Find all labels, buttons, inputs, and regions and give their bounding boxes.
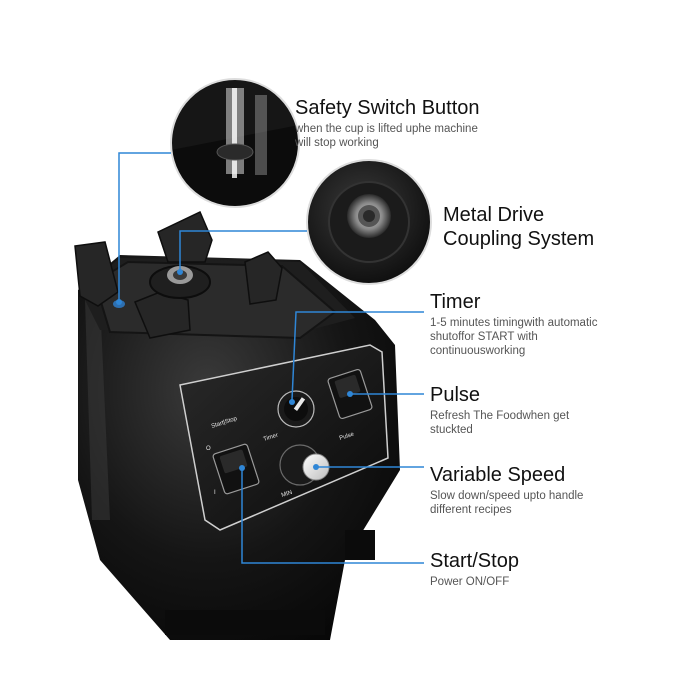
feature-title: Start/Stop (430, 550, 519, 572)
callout-dot-timer (289, 399, 295, 405)
callout-dot-safety (116, 299, 122, 305)
feature-variable-speed: Variable Speed Slow down/speed upto hand… (430, 463, 690, 517)
safety-switch-zoom (170, 78, 300, 208)
feature-start-stop: Start/Stop Power ON/OFF (430, 549, 680, 589)
feature-desc-line: continuousworking (430, 345, 526, 357)
switch-on-mark: I (214, 490, 216, 496)
feature-desc-line: Slow down/speed upto handle (430, 490, 584, 502)
callout-dot-pulse (347, 391, 353, 397)
feature-desc-line: Refresh The Foodwhen get (430, 410, 570, 422)
feature-safety-switch: Safety Switch Button when the cup is lif… (295, 96, 595, 150)
feature-title: Timer (430, 291, 481, 313)
feature-timer: Timer 1-5 minutes timingwith automatic s… (430, 290, 680, 358)
feature-desc: Power ON/OFF (430, 575, 680, 589)
callout-line-start (241, 470, 424, 564)
feature-desc-line: shutoffor START with (430, 331, 538, 343)
feature-title: Metal Drive Coupling System (443, 203, 693, 251)
feature-desc: 1-5 minutes timingwith automatic shutoff… (430, 316, 680, 358)
feature-desc-line: when the cup is lifted uphe machine (295, 123, 478, 135)
feature-desc-line: Power ON/OFF (430, 576, 510, 588)
feature-drive-coupling: Metal Drive Coupling System (443, 203, 693, 251)
feature-title-line: Coupling System (443, 228, 595, 250)
blender-base (74, 210, 400, 640)
drive-coupling-zoom (306, 159, 432, 285)
feature-desc: when the cup is lifted uphe machine will… (295, 122, 595, 150)
feature-title: Variable Speed (430, 464, 566, 486)
feature-desc: Refresh The Foodwhen get stuckted (430, 409, 680, 437)
min-panel-label: MIN (281, 490, 293, 499)
timer-panel-label: Timer (263, 433, 279, 443)
callout-dot-start (239, 465, 245, 471)
callout-dot-speed (313, 464, 319, 470)
callout-line-safety (118, 152, 171, 300)
feature-desc-line: stuckted (430, 424, 473, 436)
pulse-panel-label: Pulse (339, 431, 356, 442)
callout-lines (116, 152, 424, 564)
callout-line-timer (291, 311, 424, 401)
callout-line-coupling (179, 230, 307, 270)
switch-off-mark: O (206, 446, 211, 452)
callout-dot-coupling (177, 269, 183, 275)
start-stop-switch[interactable] (212, 443, 260, 495)
feature-desc: Slow down/speed upto handle different re… (430, 489, 690, 517)
feature-desc-line: different recipes (430, 504, 512, 516)
feature-title: Pulse (430, 384, 481, 406)
feature-desc-line: 1-5 minutes timingwith automatic (430, 317, 598, 329)
feature-title: Safety Switch Button (295, 97, 480, 119)
timer-knob[interactable] (277, 390, 315, 428)
feature-title-line: Metal Drive (443, 204, 545, 226)
feature-desc-line: will stop working (295, 137, 379, 149)
feature-pulse: Pulse Refresh The Foodwhen get stuckted (430, 383, 680, 437)
